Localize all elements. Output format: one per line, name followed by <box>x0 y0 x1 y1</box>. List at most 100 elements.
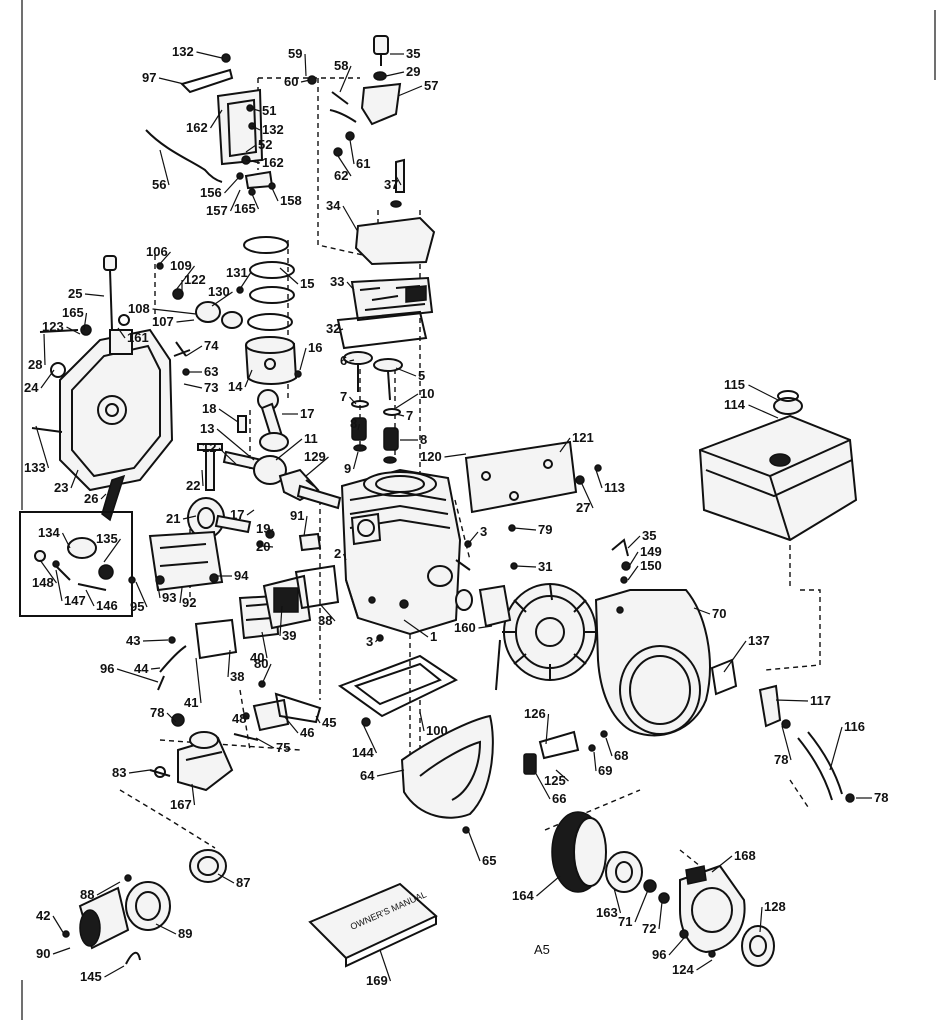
callout-leader <box>35 425 50 469</box>
callout-leader <box>275 438 303 461</box>
lower-shroud <box>400 714 494 819</box>
callout-label: 168 <box>734 848 756 863</box>
callout-leader <box>61 532 71 549</box>
callout-leader <box>211 291 233 307</box>
callout-leader <box>376 769 405 777</box>
callout-label: 57 <box>424 78 438 93</box>
callout-leader <box>40 369 55 389</box>
breather-parts <box>156 262 244 376</box>
callout-leader <box>183 383 203 389</box>
callout-label: 12 <box>202 440 216 455</box>
callout-leader <box>245 144 257 153</box>
callout-leader <box>467 531 479 545</box>
callout-leader <box>271 187 279 202</box>
callout-leader <box>349 359 355 362</box>
callout-label: 61 <box>356 156 370 171</box>
callout-leader <box>39 559 57 584</box>
callout-label: 10 <box>420 386 434 401</box>
callout-leader <box>478 625 493 629</box>
callout-label: 70 <box>712 606 726 621</box>
callout-leader <box>303 515 308 537</box>
callout-label: 114 <box>724 397 746 412</box>
callout-label: 95 <box>130 599 144 614</box>
fuel-elbows <box>157 636 187 691</box>
valve-springs <box>351 417 399 464</box>
callout-leader <box>593 751 597 772</box>
callout-leader <box>55 569 63 602</box>
callout-label: 113 <box>604 480 625 495</box>
callout-label: 5 <box>418 368 425 383</box>
callout-label: 79 <box>538 522 552 537</box>
callout-leader <box>513 527 537 531</box>
callout-label: 93 <box>162 590 176 605</box>
callout-label: 162 <box>262 155 284 170</box>
callout-leader <box>361 721 378 754</box>
callout-label: 126 <box>524 706 546 721</box>
callout-label: 43 <box>126 633 140 648</box>
callout-label: 26 <box>84 491 98 506</box>
callout-leader <box>142 639 169 642</box>
page-code: A5 <box>534 942 550 957</box>
callout-leader <box>227 649 231 678</box>
callout-leader <box>385 71 405 77</box>
callout-leader <box>279 605 283 637</box>
callout-label: 78 <box>774 752 788 767</box>
callout-leader <box>229 189 241 212</box>
valves <box>343 351 403 416</box>
callout-leader <box>759 906 763 933</box>
callout-label: 71 <box>618 914 632 929</box>
crankshaft <box>222 450 342 510</box>
callout-leader <box>201 469 204 487</box>
callout-label: 42 <box>36 908 50 923</box>
callout-label: 20 <box>256 539 270 554</box>
callout-label: 3 <box>480 524 487 539</box>
callout-label: 64 <box>360 768 375 783</box>
callout-label: 32 <box>326 321 340 336</box>
callout-label: 18 <box>202 401 216 416</box>
callout-leader <box>419 711 425 732</box>
callout-leader <box>379 949 392 982</box>
callout-leader <box>829 726 843 771</box>
callout-leader <box>66 326 81 335</box>
callout-label: 8 <box>420 432 427 447</box>
callout-label: 11 <box>304 431 318 446</box>
callout-leader <box>196 51 223 59</box>
callout-leader <box>217 873 235 884</box>
callout-leader <box>668 937 685 956</box>
callout-label: 46 <box>300 725 314 740</box>
callout-leader <box>349 139 355 165</box>
callout-label: 120 <box>420 449 442 464</box>
callout-label: 78 <box>150 705 164 720</box>
starter-pulley <box>551 811 670 904</box>
callout-leader <box>157 251 171 267</box>
callout-leader <box>43 333 46 366</box>
callout-label: 87 <box>236 875 250 890</box>
callout-label: 150 <box>640 558 662 573</box>
callout-leader <box>299 347 307 371</box>
callout-leader <box>357 423 361 431</box>
callout-leader <box>216 428 255 461</box>
callout-leader <box>304 53 307 77</box>
callout-leader <box>300 79 311 83</box>
callout-leader <box>305 456 329 477</box>
callout-label: 96 <box>652 947 666 962</box>
callout-leader <box>375 635 381 643</box>
callout-label: 1 <box>430 629 437 644</box>
callout-leader <box>159 149 170 186</box>
callout-label: 108 <box>128 301 150 316</box>
carburetor <box>149 713 234 792</box>
callout-leader <box>251 193 260 210</box>
callout-leader <box>244 369 253 388</box>
callout-label: 52 <box>258 137 272 152</box>
callout-leader <box>261 631 268 659</box>
callout-leader <box>224 175 241 194</box>
callout-label: 129 <box>304 449 326 464</box>
callout-label: 131 <box>226 265 248 280</box>
callout-leader <box>555 769 569 782</box>
callout-label: 167 <box>170 797 192 812</box>
callout-label: 74 <box>204 338 219 353</box>
callout-label: 146 <box>96 598 118 613</box>
callout-label: 59 <box>288 46 302 61</box>
callout-leader <box>595 469 603 489</box>
callout-label: 65 <box>482 853 496 868</box>
